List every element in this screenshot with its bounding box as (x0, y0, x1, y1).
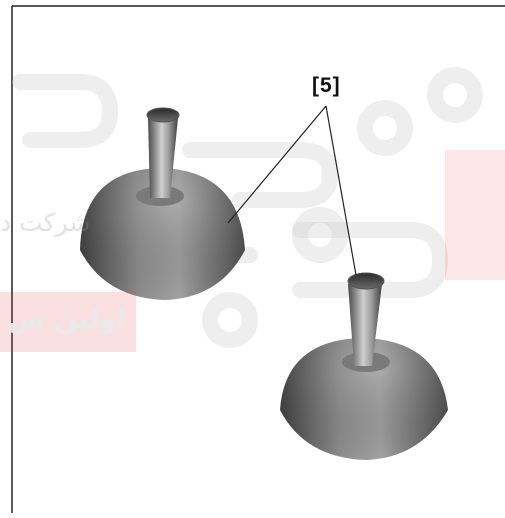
watermark-badge: اولین س (0, 292, 136, 352)
intake-funnel-left (80, 107, 245, 300)
watermark-text-bottom: اولین س (7, 304, 126, 335)
watermark-text-top: شرکت د (0, 208, 91, 237)
watermark-red-block (445, 150, 505, 280)
intake-funnel-right (280, 272, 448, 460)
leader-line-right (325, 105, 357, 276)
leader-line-left (227, 105, 327, 224)
callout-label: [5] (312, 74, 341, 97)
